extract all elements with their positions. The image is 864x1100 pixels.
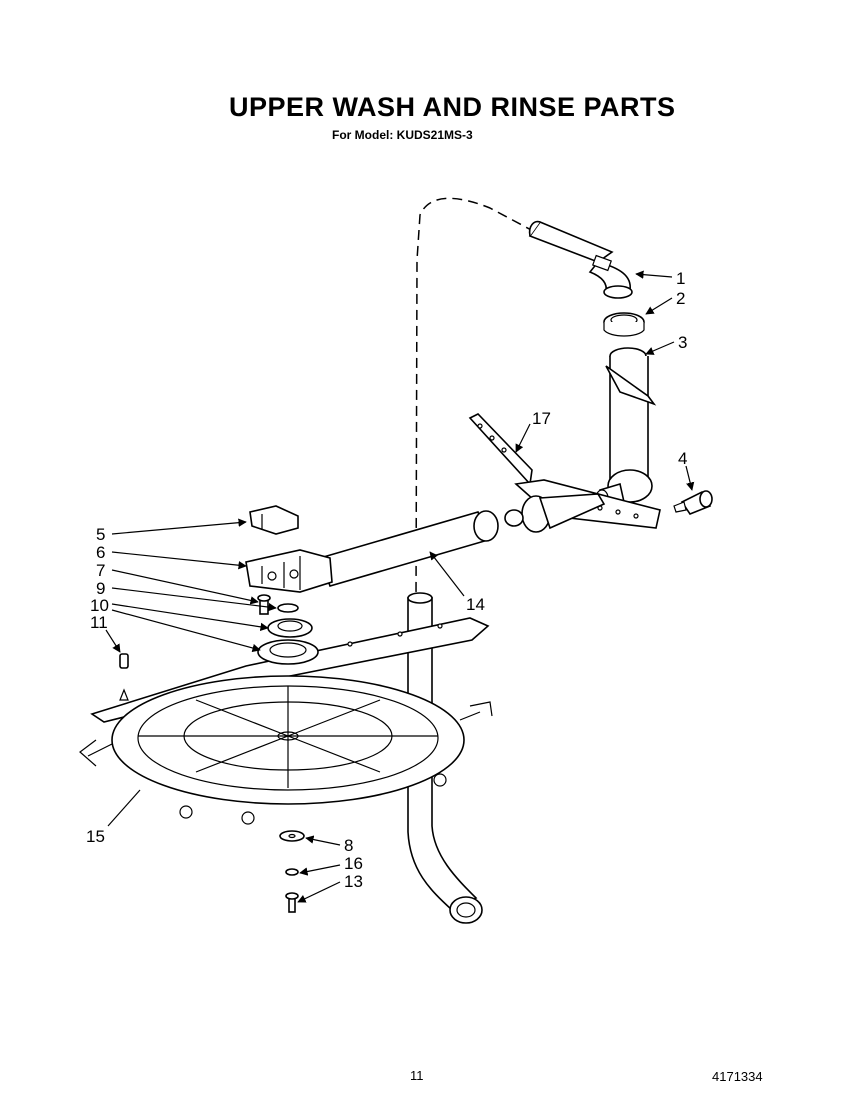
part-3-tube bbox=[595, 347, 657, 507]
manifold-connector bbox=[504, 493, 606, 533]
callout-14: 14 bbox=[466, 595, 485, 614]
callout-10: 10 bbox=[90, 596, 109, 615]
callout-3: 3 bbox=[678, 333, 687, 352]
supply-tube bbox=[407, 592, 483, 924]
part-9-10-bearings bbox=[267, 603, 313, 638]
page-title: UPPER WASH AND RINSE PARTS bbox=[229, 92, 676, 122]
callout-11: 11 bbox=[90, 613, 108, 632]
part-15-rack-wheel bbox=[79, 675, 493, 825]
callout-9: 9 bbox=[96, 579, 105, 598]
part-6-manifold bbox=[245, 549, 333, 593]
part-11-nozzle bbox=[119, 653, 129, 701]
callout-8: 8 bbox=[344, 836, 353, 855]
callout-17: 17 bbox=[532, 409, 551, 428]
part-14-feed-tube bbox=[318, 510, 499, 587]
page-number: 11 bbox=[410, 1068, 424, 1083]
callout-15: 15 bbox=[86, 827, 105, 846]
bottom-hardware bbox=[279, 830, 305, 913]
part-4-fitting bbox=[673, 490, 713, 515]
part-5-clip bbox=[249, 505, 299, 535]
hose-route-dashed bbox=[415, 197, 536, 601]
callout-2: 2 bbox=[676, 289, 685, 308]
callout-4: 4 bbox=[678, 449, 687, 468]
callout-labels: 1 2 3 4 17 5 6 7 9 10 11 14 15 8 16 13 bbox=[86, 269, 687, 891]
callout-7: 7 bbox=[96, 561, 105, 580]
part-7-screw bbox=[257, 594, 271, 615]
callout-6: 6 bbox=[96, 543, 105, 562]
callout-16: 16 bbox=[344, 854, 363, 873]
callout-5: 5 bbox=[96, 525, 105, 544]
document-number: 4171334 bbox=[712, 1069, 763, 1084]
part-1-elbow bbox=[528, 220, 633, 299]
callout-13: 13 bbox=[344, 872, 363, 891]
model-subtitle: For Model: KUDS21MS-3 bbox=[332, 128, 473, 142]
leader-lines bbox=[105, 270, 695, 903]
part-2-gasket bbox=[603, 312, 645, 337]
callout-1: 1 bbox=[676, 269, 685, 288]
